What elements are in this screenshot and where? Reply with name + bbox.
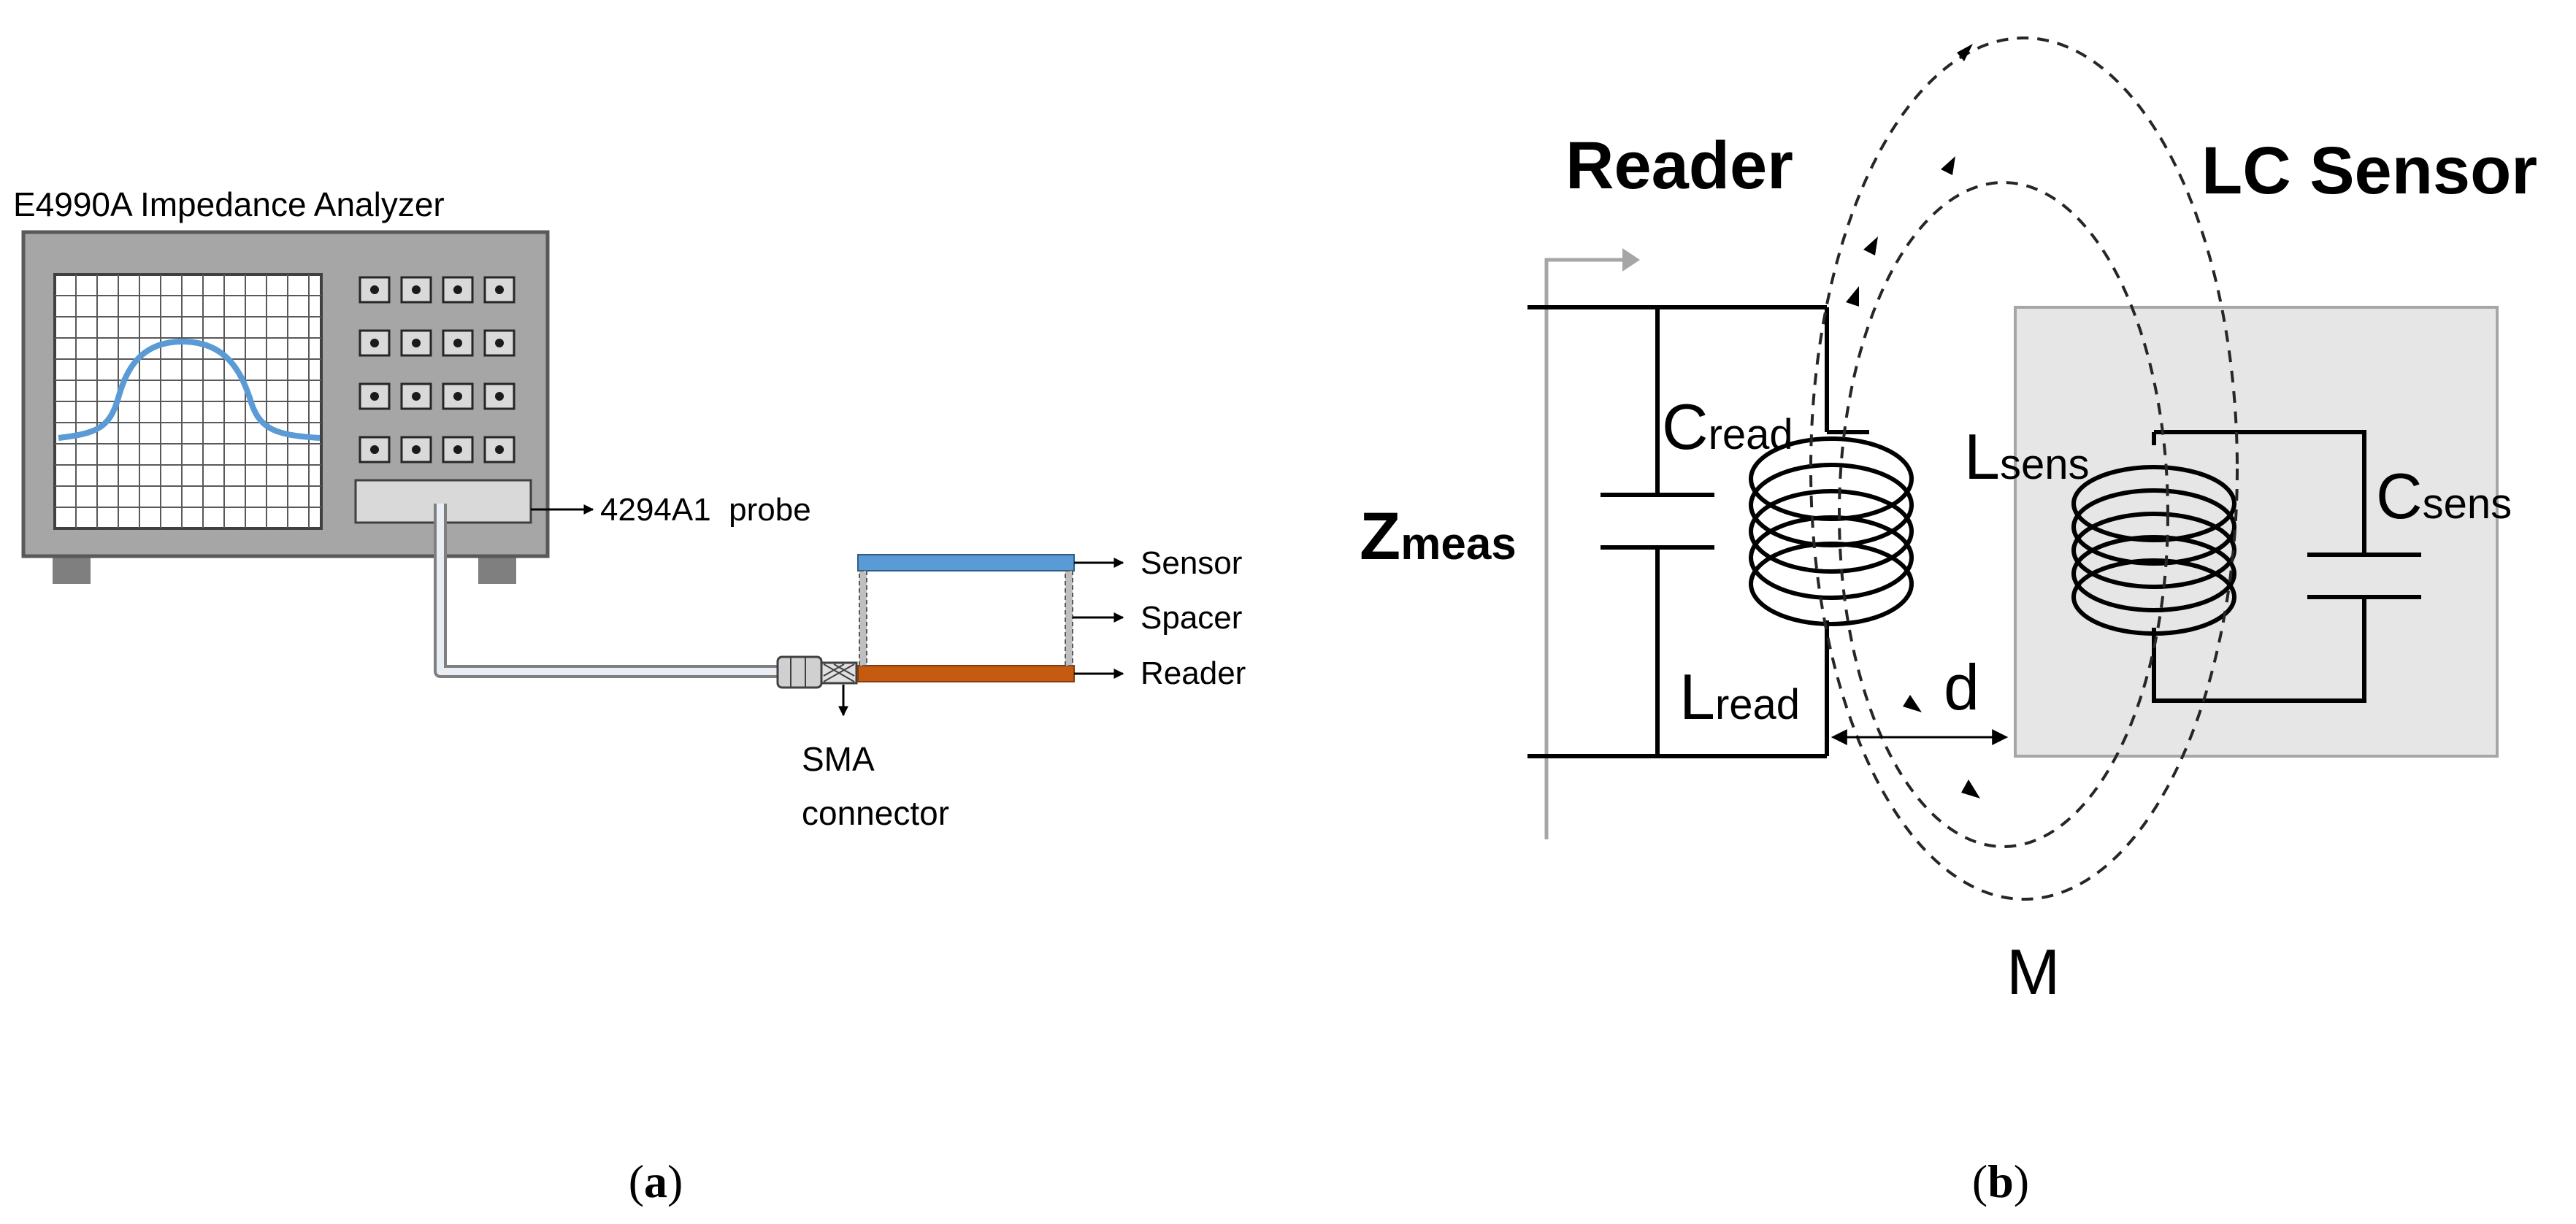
analyzer-foot-right — [478, 555, 516, 584]
flux-arrows — [1846, 44, 1980, 798]
spacer-right — [1065, 570, 1073, 666]
l-sens-label: Lsens — [1964, 420, 2089, 493]
sensor-strip — [857, 554, 1075, 571]
sensor-box — [2014, 306, 2499, 758]
probe-label: 4294A1 probe — [600, 492, 811, 528]
mutual-inductance-label: M — [2006, 936, 2060, 1008]
z-meas-label: Zmeas — [1360, 499, 1517, 574]
impedance-trace — [58, 338, 321, 441]
l-read-label: Lread — [1679, 661, 1800, 733]
sma-label-line1: SMA — [802, 740, 875, 778]
sensor-coil — [2071, 465, 2236, 636]
analyzer-foot-left — [53, 555, 91, 584]
c-sens-label: Csens — [2376, 460, 2512, 532]
panel-b: Reader LC Sensor Zmeas Cread Lread Lsens… — [1360, 36, 2537, 1207]
reader-coil — [1749, 436, 1914, 626]
reader-title: Reader — [1565, 128, 1793, 203]
caption-b: (b) — [1972, 1155, 2029, 1207]
sma-label-line2: connector — [802, 794, 949, 832]
spacer-left — [859, 570, 867, 666]
spacer-label: Spacer — [1141, 600, 1242, 636]
sensor-circuit — [2152, 430, 2421, 703]
sensor-label: Sensor — [1141, 545, 1242, 581]
reader-circuit — [1527, 305, 1869, 758]
reader-label: Reader — [1141, 655, 1246, 691]
port-indicator — [1544, 258, 1622, 839]
lc-sensor-title: LC Sensor — [2201, 134, 2537, 208]
panel-a: E4990A Impedance Analyzer — [13, 185, 1246, 1207]
distance-label: d — [1944, 651, 1979, 723]
reader-strip — [857, 665, 1075, 682]
sma-connector — [776, 655, 858, 689]
caption-a: (a) — [629, 1155, 683, 1207]
analyzer-title: E4990A Impedance Analyzer — [13, 185, 445, 223]
c-read-label: Cread — [1662, 390, 1793, 463]
keypad — [359, 276, 515, 463]
flux-loops — [1809, 36, 2239, 901]
